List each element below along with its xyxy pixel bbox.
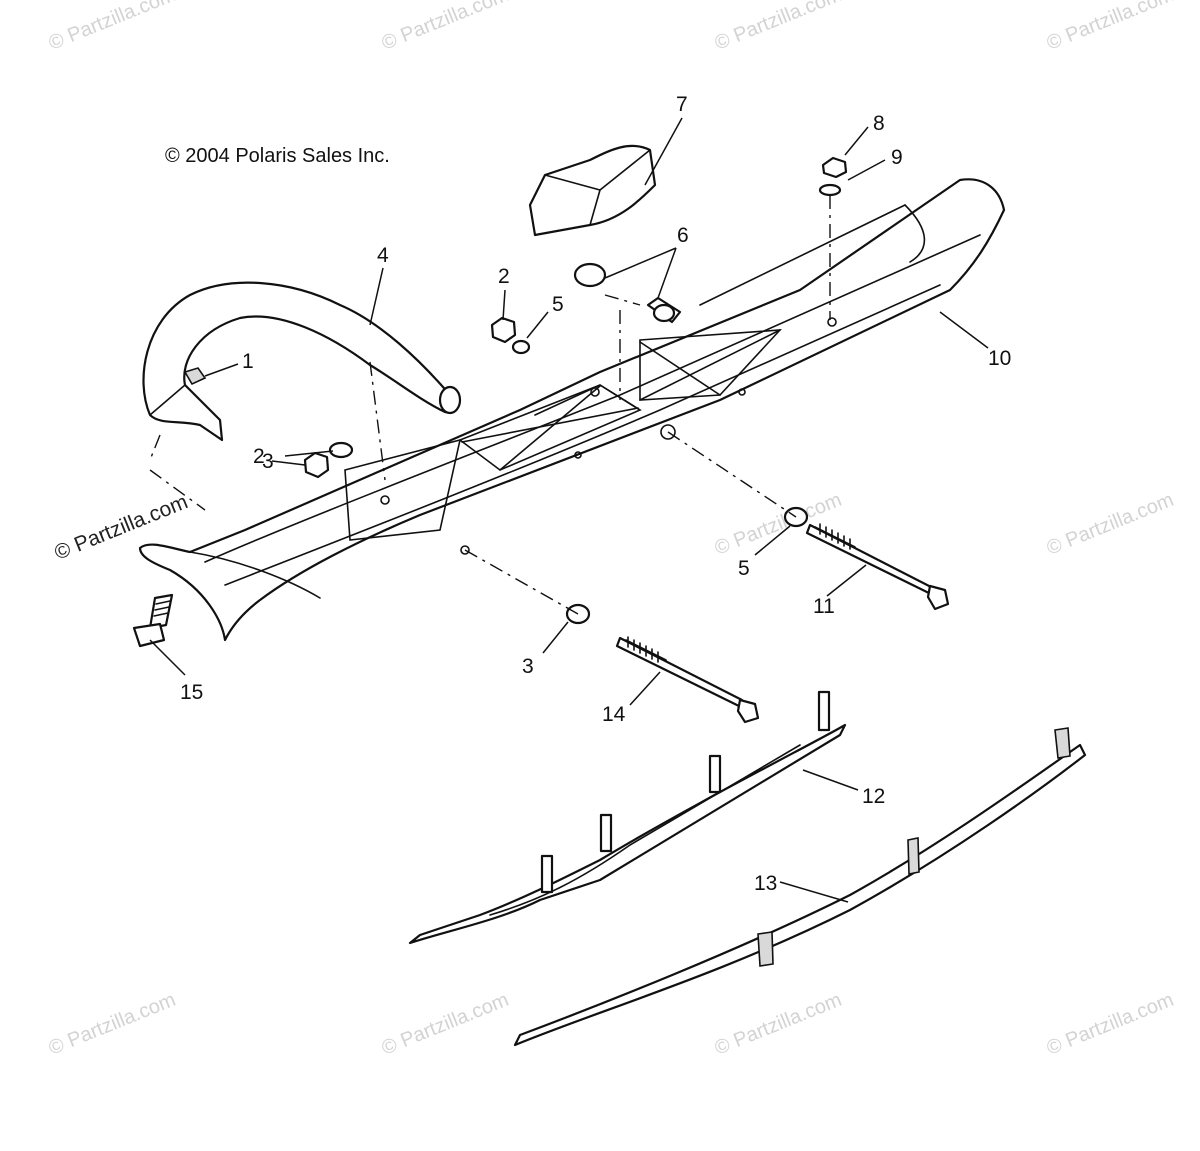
watermark: © Partzilla.com <box>1044 989 1177 1060</box>
callout-3: 3 <box>522 655 534 678</box>
watermark: © Partzilla.com <box>712 989 845 1060</box>
copyright-notice: © 2004 Polaris Sales Inc. <box>165 145 390 167</box>
watermark: © Partzilla.com <box>46 989 179 1060</box>
lock-nut <box>303 451 330 479</box>
callout-2: 2 <box>498 265 510 288</box>
watermark: © Partzilla.com <box>712 0 845 55</box>
callout-14: 14 <box>602 703 626 726</box>
watermark: © Partzilla.com <box>379 0 512 55</box>
callout-5: 5 <box>738 557 750 580</box>
leader-lines <box>149 117 989 903</box>
callout-8: 8 <box>873 112 885 135</box>
assembly-lines <box>149 195 831 615</box>
callout-9: 9 <box>891 146 903 169</box>
callout-3: 3 <box>262 450 274 473</box>
washer <box>328 441 354 459</box>
callout-15: 15 <box>180 681 203 704</box>
bumper-pad <box>528 144 657 237</box>
watermark: © Partzilla.com <box>1044 0 1177 55</box>
lock-nut <box>821 156 848 179</box>
callout-13: 13 <box>754 872 777 895</box>
callout-2: 2 <box>253 445 265 468</box>
callout-11: 11 <box>813 595 835 618</box>
wear-bar <box>513 727 1087 1047</box>
front-screw <box>132 593 174 648</box>
washer <box>818 183 842 197</box>
callout-4: 4 <box>377 244 389 267</box>
callout-10: 10 <box>988 347 1011 370</box>
watermark: © Partzilla.com <box>1044 489 1177 560</box>
callout-5: 5 <box>552 293 564 316</box>
bolts <box>615 523 950 724</box>
watermark: © Partzilla.com <box>379 989 512 1060</box>
bushing-pair <box>573 262 682 324</box>
washer <box>511 339 531 355</box>
callout-6: 6 <box>677 224 689 247</box>
callout-labels: 1 2 2 3 3 4 5 5 6 7 8 9 10 11 12 13 14 1… <box>180 93 1011 895</box>
carbide-runner <box>408 690 847 945</box>
callout-7: 7 <box>676 93 688 116</box>
lock-nut <box>490 316 517 344</box>
callout-1: 1 <box>242 350 254 373</box>
ski-body <box>138 178 1006 642</box>
watermark: © Partzilla.com <box>46 0 179 55</box>
watermark: © Partzilla.com <box>712 489 845 560</box>
callout-12: 12 <box>862 785 885 808</box>
ski-loop-handle <box>142 281 462 442</box>
